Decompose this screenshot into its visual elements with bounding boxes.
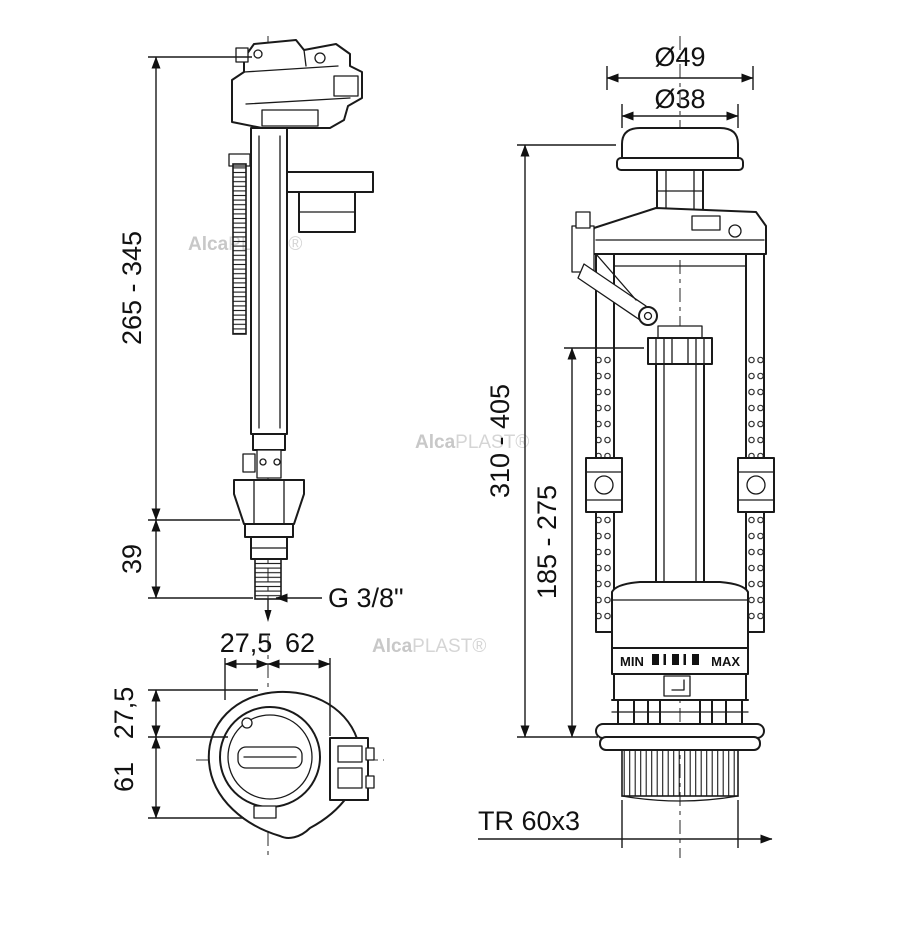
flange (595, 723, 765, 751)
min-max-band: MIN MAX (611, 647, 749, 675)
dim-label-height-flush: 310 - 405 (485, 384, 515, 498)
thread-label-flush: TR 60x3 (478, 806, 580, 836)
flush-valve-view: MIN MAX (571, 36, 775, 858)
mounting-bracket (286, 171, 374, 233)
valve-tube (250, 127, 288, 435)
flush-valve-dimensions: Ø49 Ø38 310 - 405 185 - 275 TR 60x3 (478, 42, 773, 848)
needle-tip (264, 610, 272, 622)
plan-side-box (329, 737, 375, 801)
adjusting-rod (228, 153, 251, 335)
plan-ring (219, 706, 321, 819)
flush-outlet (621, 749, 739, 802)
mounting-clamps (585, 457, 775, 513)
dim-label-button-inner: Ø38 (654, 84, 705, 114)
dim-label-shank-length: 39 (117, 544, 147, 574)
push-button (616, 127, 744, 213)
dim-label-inner-tube: 185 - 275 (532, 485, 562, 599)
band-min-label: MIN (620, 654, 644, 669)
fill-valve-side-view (228, 36, 374, 624)
plan-dimensions: 27,5 62 27,5 61 (109, 628, 331, 819)
dim-label-plan-left: 27,5 (220, 628, 273, 658)
lever-mechanism (571, 211, 658, 326)
valve-top-cap (587, 207, 767, 267)
watermark-text: AlcaPLAST® (415, 432, 529, 453)
hex-nut (233, 479, 305, 525)
dim-label-button-outer: Ø49 (654, 42, 705, 72)
dim-label-plan-top: 27,5 (109, 687, 139, 740)
fill-valve-dimensions: 265 - 345 39 G 3/8" (117, 56, 404, 613)
float-valve-head (231, 39, 363, 129)
dim-label-height-fill: 265 - 345 (117, 231, 147, 345)
dim-label-plan-bottom: 61 (109, 762, 139, 792)
dim-label-plan-right: 62 (285, 628, 315, 658)
washer-collar (244, 523, 294, 560)
watermark-text: AlcaPLAST® (372, 636, 486, 657)
band-max-label: MAX (711, 654, 740, 669)
overflow-tube (647, 325, 713, 593)
thread-label-fill: G 3/8" (328, 583, 404, 613)
fill-valve-plan-view (196, 636, 384, 856)
lower-mechanism (242, 433, 286, 479)
thread-shank (254, 558, 282, 622)
valve-bell (611, 581, 749, 649)
